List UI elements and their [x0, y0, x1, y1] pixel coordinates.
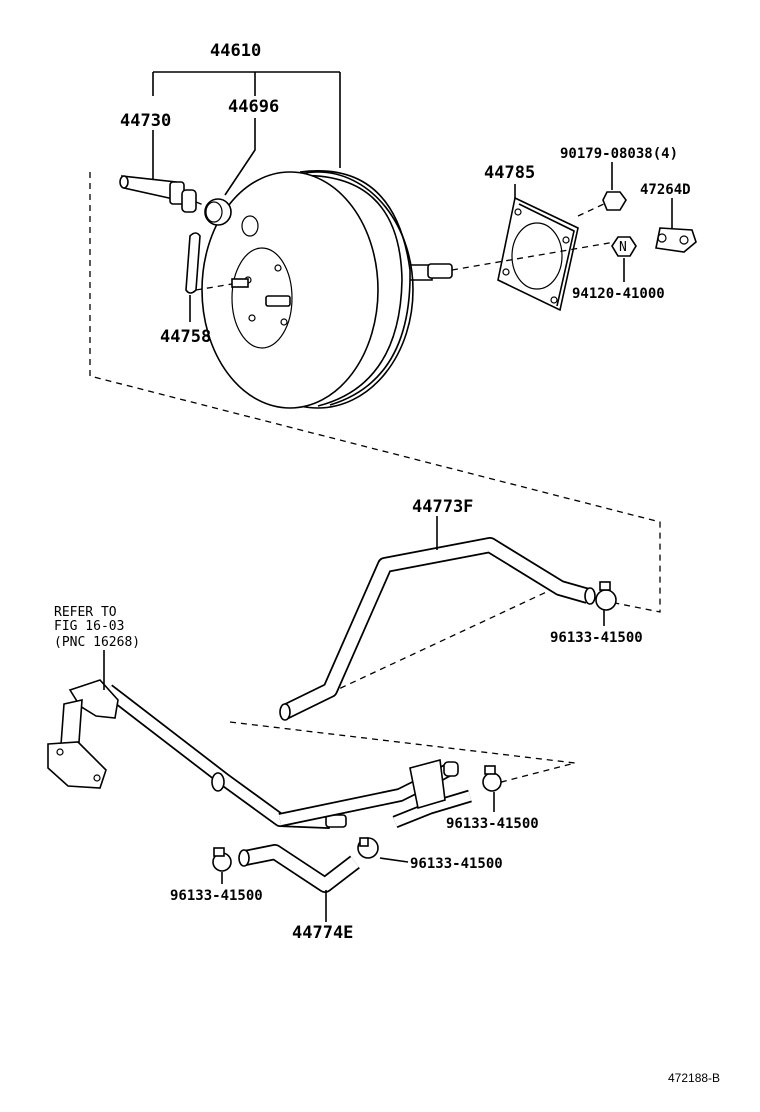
clamp-mid [357, 837, 379, 859]
n-symbol: N [619, 240, 627, 255]
label-clamp-lower: 96133-41500 [170, 888, 263, 904]
brake-booster [201, 170, 453, 409]
clip [185, 232, 201, 294]
n-part: N [611, 236, 637, 257]
label-44774e: 44774E [292, 923, 353, 943]
hose-upper [279, 537, 596, 721]
label-clamp-mid: 96133-41500 [410, 856, 503, 872]
label-44758: 44758 [160, 327, 211, 347]
label-44773f: 44773F [412, 497, 473, 517]
label-47264d: 47264D [640, 182, 691, 198]
bracket [655, 227, 697, 253]
leader-clamp-mid [379, 857, 409, 863]
vacuum-pipe [47, 679, 472, 829]
label-44785: 44785 [484, 163, 535, 183]
leader-44610 [152, 71, 341, 168]
refer-line-3: (PNC 16268) [54, 635, 140, 650]
axis-valve [195, 201, 207, 207]
label-nut: 90179-08038(4) [560, 146, 678, 162]
leader-44696 [224, 118, 256, 196]
hose-lower [238, 844, 360, 893]
grommet [204, 198, 232, 226]
label-44610: 44610 [210, 41, 261, 61]
label-clamp-upper: 96133-41500 [550, 630, 643, 646]
check-valve [119, 175, 197, 213]
label-n-part: 94120-41000 [572, 286, 665, 302]
nut [602, 191, 627, 211]
clamp-lower [212, 847, 232, 872]
clamp-upper [595, 581, 617, 611]
refer-line-1: REFER TO [54, 605, 117, 620]
label-44730: 44730 [120, 111, 171, 131]
assembly-boundary [89, 172, 661, 786]
gasket-plate [497, 196, 579, 312]
label-clamp-right: 96133-41500 [446, 816, 539, 832]
label-44696: 44696 [228, 97, 279, 117]
figure-id: 472188-B [668, 1071, 720, 1085]
clamp-right [482, 765, 502, 792]
axis-booster [451, 241, 616, 271]
refer-line-2: FIG 16-03 [54, 619, 124, 634]
axis-nut [577, 202, 607, 217]
